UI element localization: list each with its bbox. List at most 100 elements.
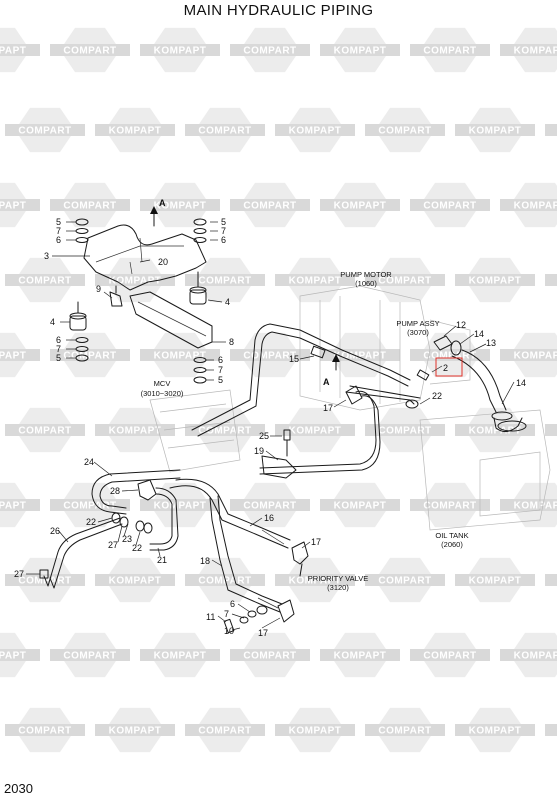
- part-num-14b: 14: [516, 378, 526, 388]
- watermark-bar: [0, 349, 40, 361]
- watermark-bar: [50, 499, 130, 511]
- watermark-text: KOMPAPT: [289, 726, 342, 737]
- hose-24: [91, 469, 181, 515]
- caption-oil-tank: OIL TANK: [435, 531, 468, 540]
- part-num-22c: 22: [132, 543, 142, 553]
- watermark-text: KOMPAPT: [154, 651, 207, 662]
- watermark-bar: [95, 574, 175, 586]
- watermark-bar: [275, 574, 355, 586]
- watermark-text: KOMPAPT: [0, 201, 26, 212]
- watermark-bar: [410, 199, 490, 211]
- watermark-text: KOMPAPT: [109, 426, 162, 437]
- mcv-outline: [149, 389, 241, 473]
- watermark-text: KOMPAPT: [289, 276, 342, 287]
- watermark-bar: [455, 724, 535, 736]
- watermark-bar: [545, 424, 557, 436]
- caption-pump-motor: PUMP MOTOR: [340, 270, 392, 279]
- pipe-15: [191, 323, 411, 437]
- part-num-13: 13: [486, 338, 496, 348]
- leader-lines: [26, 221, 515, 631]
- part-num-6-ll: 6: [56, 335, 61, 345]
- watermark-bar: [500, 349, 557, 361]
- part-num-7-tr: 7: [221, 226, 226, 236]
- watermark-bar: [50, 649, 130, 661]
- watermark-bar: [545, 274, 557, 286]
- watermark-text: KOMPAPT: [0, 351, 26, 362]
- watermark-bar: [95, 124, 175, 136]
- part-num-19: 19: [254, 446, 264, 456]
- watermark-text: KOMPAPT: [154, 201, 207, 212]
- watermark-text: COMPART: [423, 651, 476, 662]
- caption-mcv-code: (3010~3020): [141, 389, 184, 398]
- caption-priority-valve: PRIORITY VALVE: [308, 574, 368, 583]
- pipe-26: [43, 517, 123, 589]
- watermark-text: COMPART: [18, 726, 71, 737]
- watermark-bar: [275, 724, 355, 736]
- watermark-text: COMPART: [423, 201, 476, 212]
- part-num-7: 7: [224, 609, 229, 619]
- watermark-text: COMPART: [378, 426, 431, 437]
- fittings-10-11: [223, 605, 268, 634]
- watermark-text: KOMPAPT: [334, 46, 387, 57]
- watermark-bar: [455, 274, 535, 286]
- watermark-bar: [95, 424, 175, 436]
- part-number-labels: 5 7 6 5 7 6 3 20 9 4 4 6 7 5 8 6 7 5 12 …: [14, 198, 526, 638]
- part-num-15: 15: [289, 354, 299, 364]
- part-num-4-right: 4: [225, 297, 230, 307]
- watermark-bar: [0, 499, 40, 511]
- part-num-5-ll: 5: [56, 353, 61, 363]
- fitting-25: [283, 429, 291, 457]
- part-num-25: 25: [259, 431, 269, 441]
- part-num-3: 3: [44, 251, 49, 261]
- watermark-text: COMPART: [63, 651, 116, 662]
- washer-22a: [405, 399, 419, 409]
- watermark-text: KOMPAPT: [289, 126, 342, 137]
- watermark-bar: [5, 424, 85, 436]
- watermark-bar: [365, 574, 445, 586]
- view-arrow-top: [150, 206, 158, 227]
- watermark-text: COMPART: [378, 126, 431, 137]
- watermark-bar: [0, 649, 40, 661]
- watermark-text: KOMPAPT: [334, 201, 387, 212]
- watermark-bar: [0, 199, 40, 211]
- watermark-bar: [365, 124, 445, 136]
- watermark-bar: [410, 649, 490, 661]
- watermark-text: COMPART: [18, 276, 71, 287]
- view-mark-a-right: A: [323, 377, 330, 387]
- part-num-4-left: 4: [50, 317, 55, 327]
- watermark-text: COMPART: [18, 126, 71, 137]
- watermark-text: COMPART: [243, 501, 296, 512]
- watermark-bar: [95, 274, 175, 286]
- part-num-18: 18: [200, 556, 210, 566]
- watermark-bar: [455, 124, 535, 136]
- watermark-text: COMPART: [378, 276, 431, 287]
- watermark-text: COMPART: [198, 576, 251, 587]
- watermark-layer: KOMPAPT COMPART KOMPAPT COMPART KOMPAPT COMPA…: [0, 27, 557, 753]
- watermark-text: KOMPAPT: [514, 46, 557, 57]
- part-num-6-lr: 6: [218, 355, 223, 365]
- caption-pump-motor-code: (1060): [355, 279, 377, 288]
- watermark-text: COMPART: [243, 46, 296, 57]
- watermark-text: COMPART: [198, 726, 251, 737]
- watermark-bar: [545, 724, 557, 736]
- watermark-bar: [230, 649, 310, 661]
- watermark-bar: [230, 349, 310, 361]
- view-mark-a-top: A: [159, 198, 166, 208]
- watermark-bar: [410, 44, 490, 56]
- watermark-bar: [410, 499, 490, 511]
- watermark-bar: [320, 499, 400, 511]
- elbow-28: [137, 479, 179, 551]
- watermark-bar: [365, 274, 445, 286]
- watermark-bar: [185, 424, 265, 436]
- part-num-6-tr: 6: [221, 235, 226, 245]
- part-num-17a: 17: [323, 403, 333, 413]
- watermark-bar: [365, 424, 445, 436]
- watermark-bar: [275, 124, 355, 136]
- watermark-bar: [5, 574, 85, 586]
- watermark-text: KOMPAPT: [0, 651, 26, 662]
- watermark-text: KOMPAPT: [109, 276, 162, 287]
- watermark-bar: [230, 499, 310, 511]
- watermark-bar: [185, 724, 265, 736]
- part-num-2: 2: [443, 363, 448, 373]
